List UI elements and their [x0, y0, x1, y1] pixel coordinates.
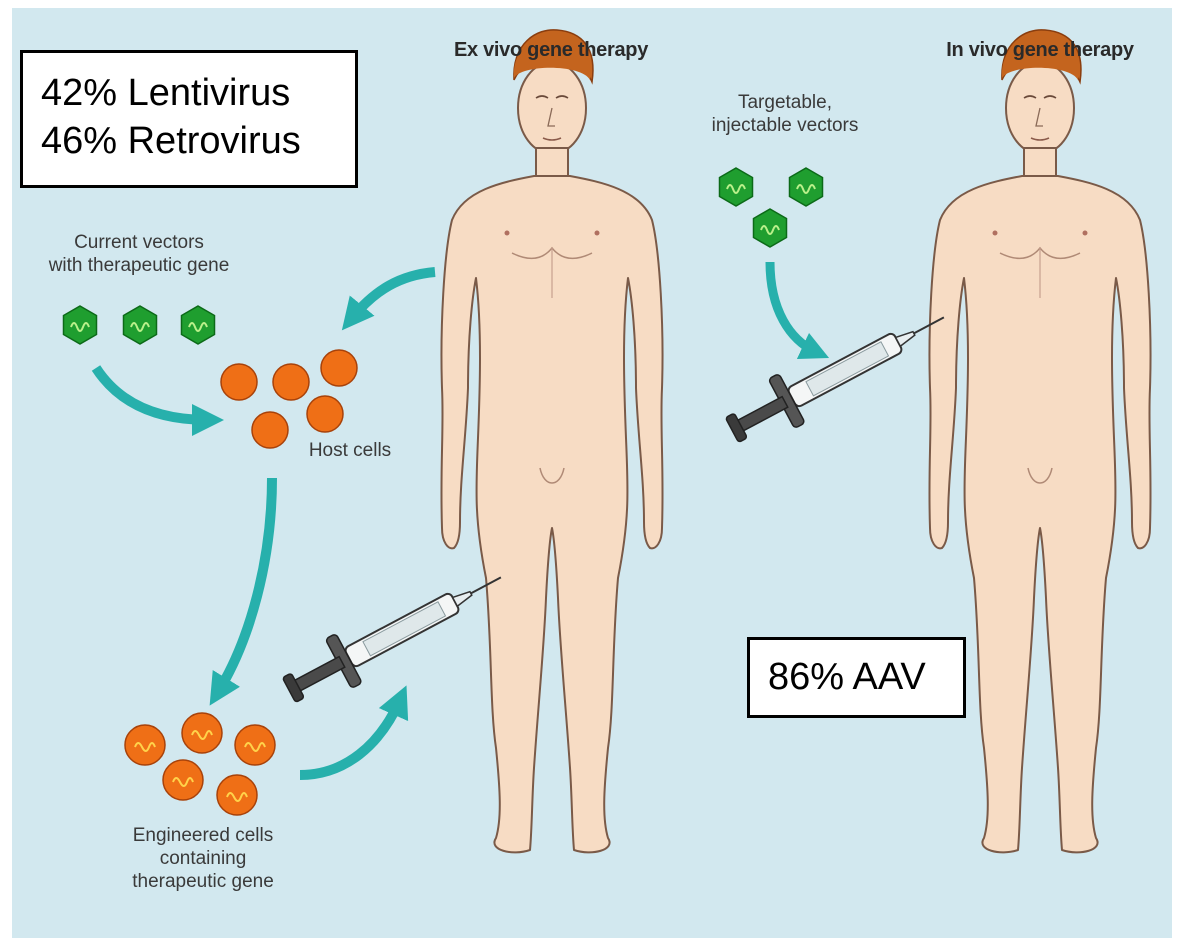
- in-vivo-title: In vivo gene therapy: [920, 38, 1160, 62]
- targetable-vectors-line: injectable vectors: [680, 115, 890, 138]
- ex-vivo-title: Ex vivo gene therapy: [420, 38, 682, 62]
- host-cell-icon: [221, 364, 257, 400]
- host-cell-icon: [307, 396, 343, 432]
- in-vivo-vector-stats-box: 86% AAV: [747, 637, 966, 718]
- current-vectors-line: Current vectors: [8, 232, 270, 255]
- aav-stat: 86% AAV: [768, 653, 963, 701]
- ex-vivo-vector-stats-box: 42% Lentivirus 46% Retrovirus: [20, 50, 358, 188]
- engineered-cells-line: therapeutic gene: [88, 871, 318, 894]
- host-cell-icon: [252, 412, 288, 448]
- engineered-cells-line: Engineered cells: [88, 825, 318, 848]
- current-vectors-line: with therapeutic gene: [8, 255, 270, 278]
- host-cell-icon: [273, 364, 309, 400]
- engineered-cells-label: Engineered cells containing therapeutic …: [88, 825, 318, 893]
- host-cells-label: Host cells: [290, 440, 410, 463]
- lentivirus-stat: 42% Lentivirus: [41, 69, 355, 117]
- engineered-cell-icon: [217, 775, 257, 815]
- engineered-cell-icon: [182, 713, 222, 753]
- current-vectors-label: Current vectors with therapeutic gene: [8, 232, 270, 278]
- host-cell-icon: [321, 350, 357, 386]
- engineered-cell-icon: [163, 760, 203, 800]
- engineered-cell-icon: [235, 725, 275, 765]
- targetable-vectors-label: Targetable, injectable vectors: [680, 92, 890, 138]
- engineered-cells-line: containing: [88, 848, 318, 871]
- targetable-vectors-line: Targetable,: [680, 92, 890, 115]
- engineered-cell-icon: [125, 725, 165, 765]
- retrovirus-stat: 46% Retrovirus: [41, 117, 355, 165]
